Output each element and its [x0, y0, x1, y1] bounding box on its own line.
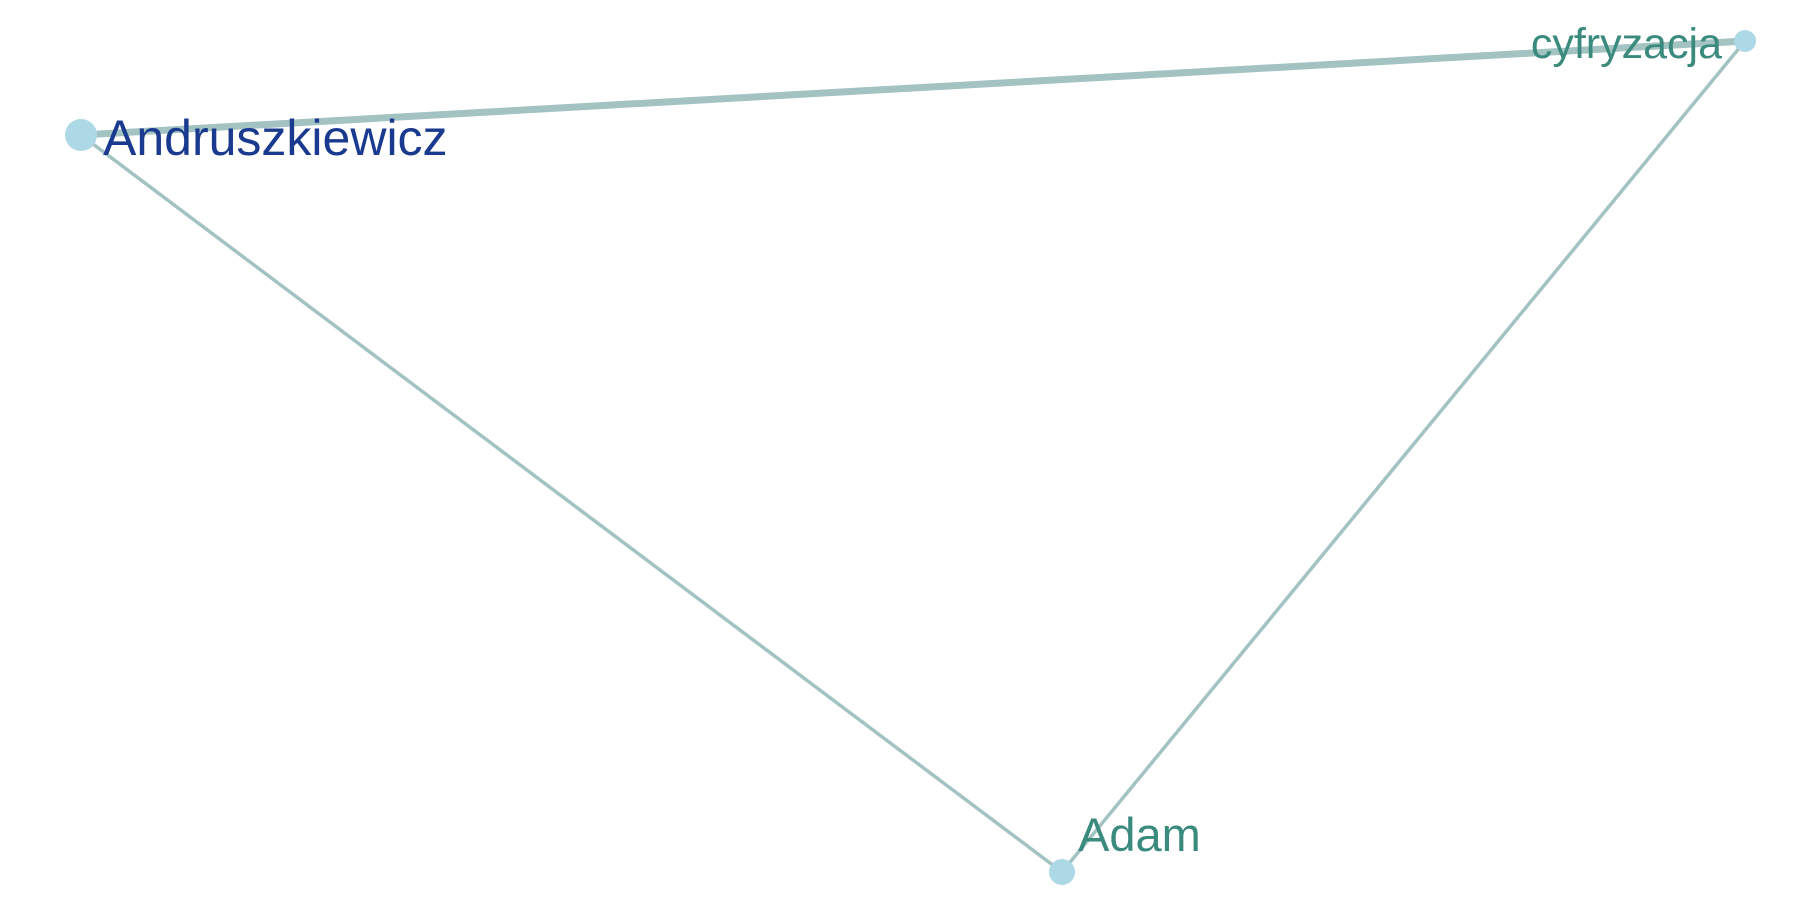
- node-label-cyfryzacja: cyfryzacja: [1531, 20, 1722, 68]
- node-cyfryzacja[interactable]: [1734, 30, 1756, 52]
- node-label-andruszkiewicz: Andruszkiewicz: [103, 110, 448, 166]
- graph-edges: [77, 37, 1749, 874]
- graph-nodes: [65, 30, 1756, 885]
- edge-andruszkiewicz-adam: [79, 133, 1064, 874]
- node-adam[interactable]: [1049, 859, 1075, 885]
- node-label-adam: Adam: [1078, 808, 1201, 861]
- edge-cyfryzacja-adam: [1060, 39, 1747, 874]
- edge-andruszkiewicz-cyfryzacja: [77, 37, 1749, 139]
- node-andruszkiewicz[interactable]: [65, 119, 97, 151]
